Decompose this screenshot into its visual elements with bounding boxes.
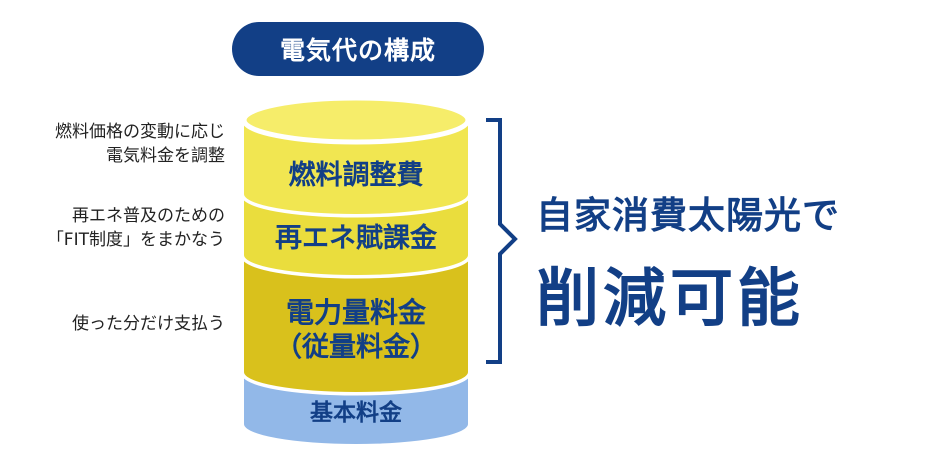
fuel-adjustment-note: 燃料価格の変動に応じ 電気料金を調整 [55,120,225,168]
fuel-adjustment-note-line-1: 燃料価格の変動に応じ [55,122,225,142]
energy-usage-label-line-1: 電力量料金 [286,296,427,329]
fuel-adjustment-note-line-2: 電気料金を調整 [106,146,225,166]
base-fee-label: 基本料金 [310,399,403,426]
fuel-adjustment-layer [244,120,468,214]
energy-usage-label-line-2: （従量料金） [275,331,437,363]
diagram-title: 電気代の構成 [232,22,484,76]
renewable-levy-note: 再エネ普及のための 「FIT制度」をまかなう [47,204,225,252]
renewable-levy-note-line-2: 「FIT制度」をまかなう [46,230,225,250]
self-consumption-headline: 自家消費太陽光で [536,194,840,237]
cylinder-top [241,95,471,145]
reduction-headline: 削減可能 [536,262,804,335]
renewable-levy-label: 再エネ賦課金 [275,222,438,254]
energy-usage-note-line-1: 使った分だけ支払う [72,314,225,334]
energy-usage-note: 使った分だけ支払う [72,312,225,336]
reduction-bracket [486,118,518,364]
fuel-adjustment-label: 燃料調整費 [289,159,424,191]
energy-usage-layer [244,255,468,392]
renewable-levy-note-line-1: 再エネ普及のための [72,206,225,226]
